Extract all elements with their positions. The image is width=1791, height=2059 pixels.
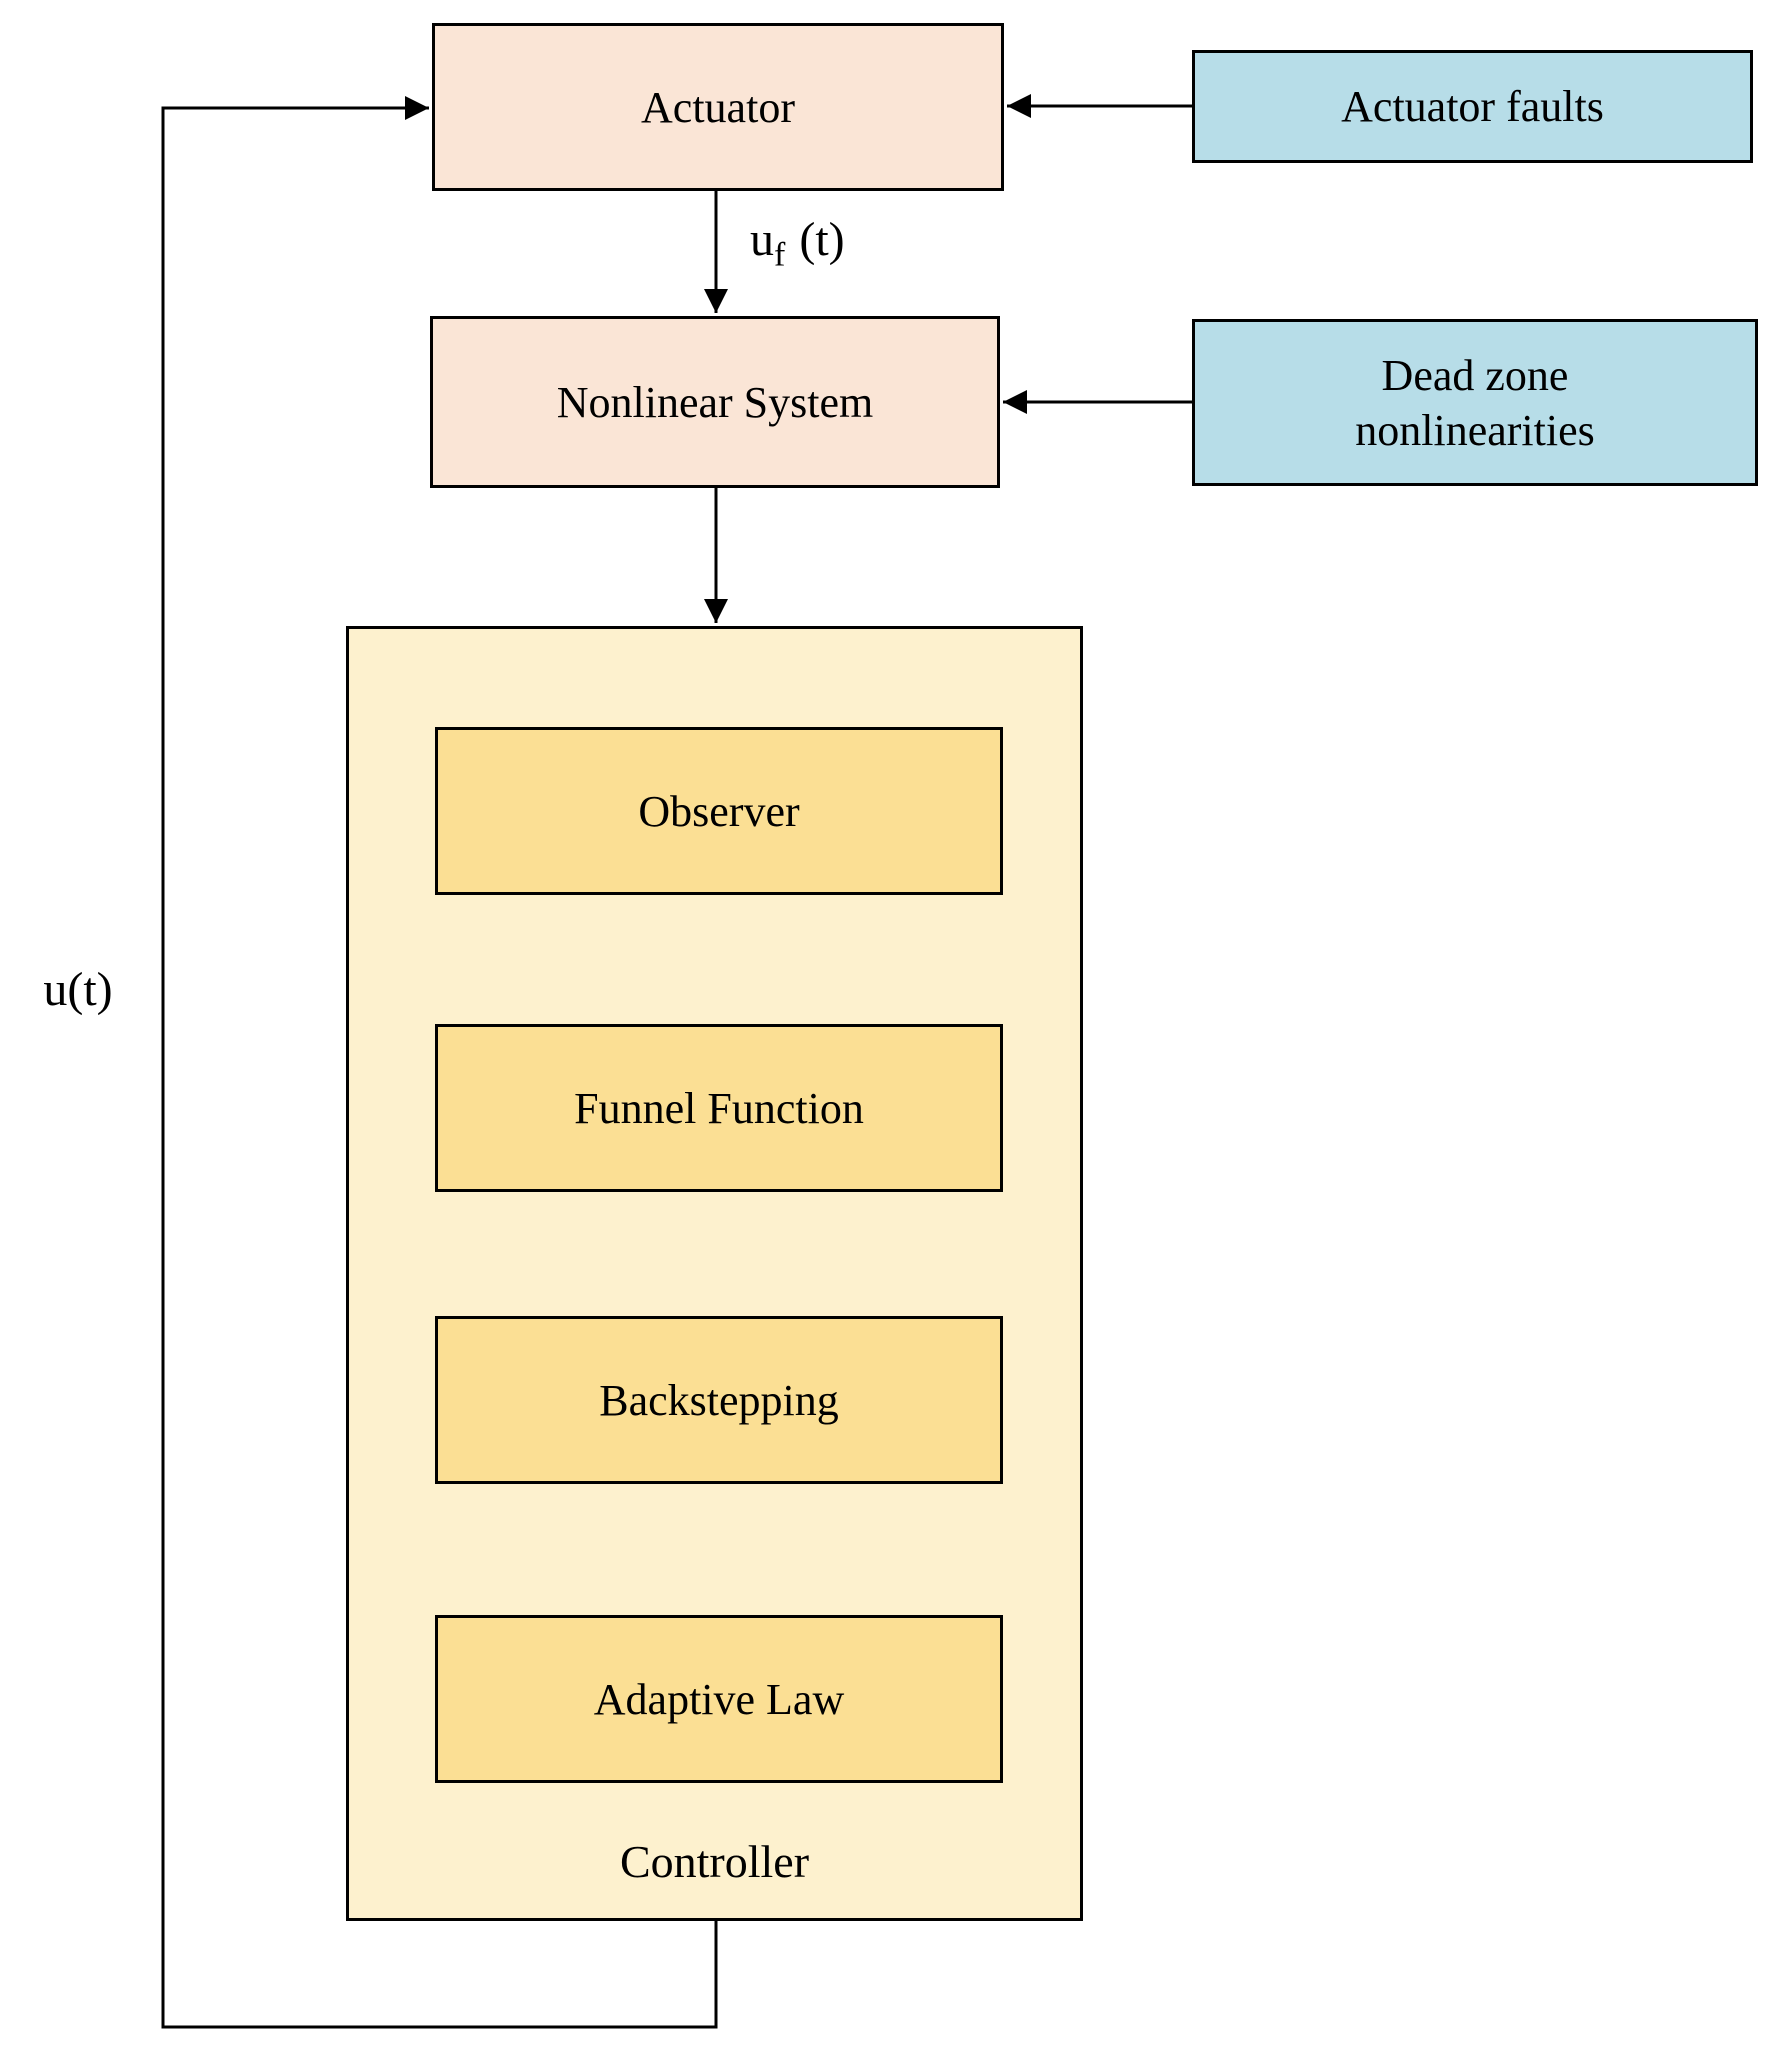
dead-zone-line2: nonlinearities bbox=[1355, 405, 1595, 455]
nonlinear-system-label: Nonlinear System bbox=[556, 377, 874, 427]
observer-label: Observer bbox=[638, 786, 800, 836]
uf-subscript: f bbox=[774, 236, 786, 274]
dead-zone-label: Dead zone nonlinearities bbox=[1355, 348, 1595, 458]
nonlinear-system-block: Nonlinear System bbox=[430, 316, 1000, 488]
adaptive-law-block: Adaptive Law bbox=[435, 1615, 1003, 1783]
backstepping-label: Backstepping bbox=[599, 1375, 839, 1425]
uf-base: u bbox=[750, 213, 774, 266]
funnel-function-label: Funnel Function bbox=[574, 1083, 864, 1133]
actuator-faults-label: Actuator faults bbox=[1341, 82, 1604, 131]
signal-uf-label: uf (t) bbox=[750, 212, 845, 275]
actuator-label: Actuator bbox=[641, 82, 795, 132]
actuator-block: Actuator bbox=[432, 23, 1004, 191]
uf-rest: (t) bbox=[799, 213, 845, 266]
signal-u-label: u(t) bbox=[43, 963, 113, 1016]
controller-caption: Controller bbox=[619, 1836, 810, 1887]
controller-container: Observer Funnel Function Backstepping Ad… bbox=[346, 626, 1083, 1921]
funnel-function-block: Funnel Function bbox=[435, 1024, 1003, 1192]
dead-zone-block: Dead zone nonlinearities bbox=[1192, 319, 1758, 486]
actuator-faults-block: Actuator faults bbox=[1192, 50, 1753, 163]
observer-block: Observer bbox=[435, 727, 1003, 895]
dead-zone-line1: Dead zone bbox=[1381, 350, 1569, 400]
adaptive-law-label: Adaptive Law bbox=[593, 1674, 845, 1724]
backstepping-block: Backstepping bbox=[435, 1316, 1003, 1484]
